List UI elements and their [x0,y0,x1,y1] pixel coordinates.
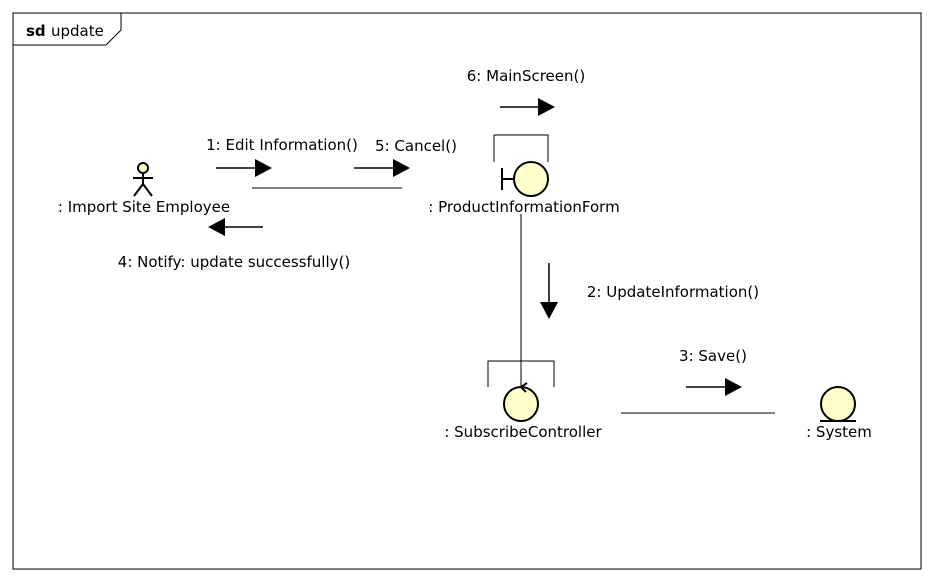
message-5-label: 5: Cancel() [375,137,457,155]
message-3-arrow [686,378,742,396]
lifeline-controller-label: : SubscribeController [444,423,602,441]
lifeline-employee-label: : Import Site Employee [58,198,230,216]
message-4-label: 4: Notify: update successfully() [118,253,350,271]
frame-keyword: sd [26,22,46,40]
message-1-arrow [216,159,272,177]
message-4-arrow [208,218,263,236]
lifeline-system-label: : System [806,423,872,441]
lifeline-form-label: : ProductInformationForm [428,198,619,216]
message-5-arrow [354,159,410,177]
frame-title: update [51,22,104,40]
frame-tab [13,13,122,46]
actor-icon [133,162,153,197]
boundary-icon [501,161,549,197]
control-icon [503,382,539,422]
message-3-label: 3: Save() [679,347,747,365]
message-6-arrow [500,98,555,116]
diagram-frame [12,12,922,570]
self-link-form [493,134,549,162]
self-link-controller [487,360,555,387]
message-2-label: 2: UpdateInformation() [587,283,759,301]
entity-icon [820,386,856,422]
message-1-label: 1: Edit Information() [206,136,358,154]
message-2-arrow [540,263,558,319]
message-6-label: 6: MainScreen() [467,67,585,85]
